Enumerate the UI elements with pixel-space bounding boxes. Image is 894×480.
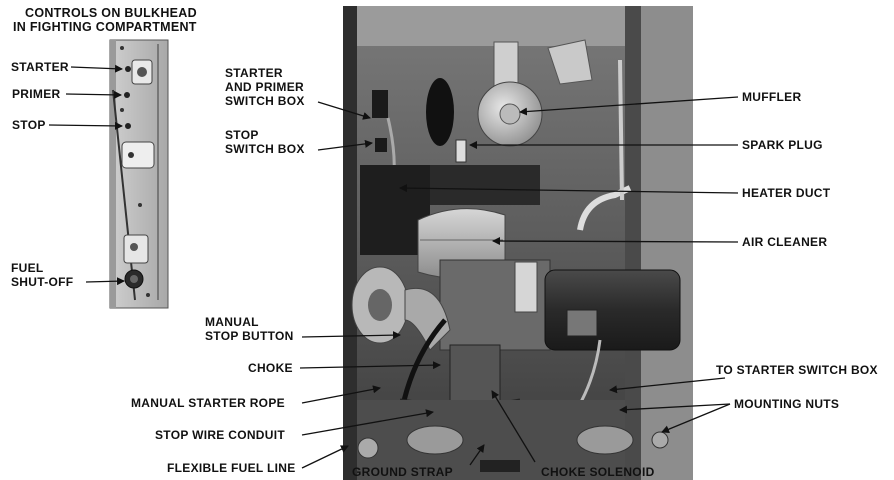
leader-starter	[70, 64, 123, 73]
label-starter-primer-line1: STARTER	[225, 66, 283, 80]
leader-heater-duct	[399, 184, 739, 194]
label-choke-solenoid: CHOKE SOLENOID	[541, 465, 655, 479]
bulkhead-title-line2: IN FIGHTING COMPARTMENT	[13, 20, 197, 34]
leader-choke-solenoid	[491, 390, 536, 463]
label-heater-duct: HEATER DUCT	[742, 186, 831, 200]
leader-stop	[48, 121, 123, 130]
label-choke: CHOKE	[248, 361, 293, 375]
bulkhead-leader-lines	[48, 64, 125, 286]
label-to-starter-switch-box: TO STARTER SWITCH BOX	[716, 363, 878, 377]
label-mounting-nuts: MOUNTING NUTS	[734, 397, 840, 411]
label-starter-primer-line2: AND PRIMER	[225, 80, 305, 94]
bulkhead-title-line1: CONTROLS ON BULKHEAD	[25, 6, 197, 20]
leader-ground-strap	[469, 444, 485, 466]
leader-flexible-fuel-line	[301, 445, 349, 469]
label-manual-stop-line1: MANUAL	[205, 315, 259, 329]
leader-stop-wire-conduit	[301, 409, 434, 436]
leader-fuel-shutoff	[85, 277, 125, 286]
leader-starter-primer-switch-box	[317, 101, 371, 120]
label-starter-primer-line3: SWITCH BOX	[225, 94, 305, 108]
leader-primer	[65, 90, 122, 99]
label-starter: STARTER	[11, 60, 69, 74]
leader-choke	[299, 361, 441, 370]
leader-stop-switch-box	[317, 139, 373, 151]
leader-air-cleaner	[492, 237, 739, 246]
label-manual-stop-line2: STOP BUTTON	[205, 329, 294, 343]
leader-mounting-nuts-a	[619, 403, 731, 414]
leader-muffler	[519, 96, 739, 116]
label-stop-switch-line2: SWITCH BOX	[225, 142, 305, 156]
engine-right-leader-lines	[399, 96, 739, 434]
leader-to-starter-switch-box	[609, 377, 726, 394]
label-stop-switch-line1: STOP	[225, 128, 259, 142]
label-fuel-line1: FUEL	[11, 261, 44, 275]
leader-manual-starter-rope	[301, 385, 381, 404]
label-ground-strap: GROUND STRAP	[352, 465, 453, 479]
label-fuel-line2: SHUT-OFF	[11, 275, 74, 289]
label-primer: PRIMER	[12, 87, 61, 101]
engine-left-leader-lines	[299, 101, 536, 469]
label-stop: STOP	[12, 118, 46, 132]
label-stop-wire-conduit: STOP WIRE CONDUIT	[155, 428, 285, 442]
leader-mounting-nuts-b	[661, 403, 731, 434]
label-air-cleaner: AIR CLEANER	[742, 235, 828, 249]
label-flexible-fuel-line: FLEXIBLE FUEL LINE	[167, 461, 296, 475]
engine-illustration	[343, 6, 693, 480]
leader-manual-stop-button	[301, 331, 401, 340]
label-spark-plug: SPARK PLUG	[742, 138, 823, 152]
label-muffler: MUFFLER	[742, 90, 802, 104]
bulkhead-panel-illustration	[109, 39, 169, 309]
label-manual-starter-rope: MANUAL STARTER ROPE	[131, 396, 285, 410]
